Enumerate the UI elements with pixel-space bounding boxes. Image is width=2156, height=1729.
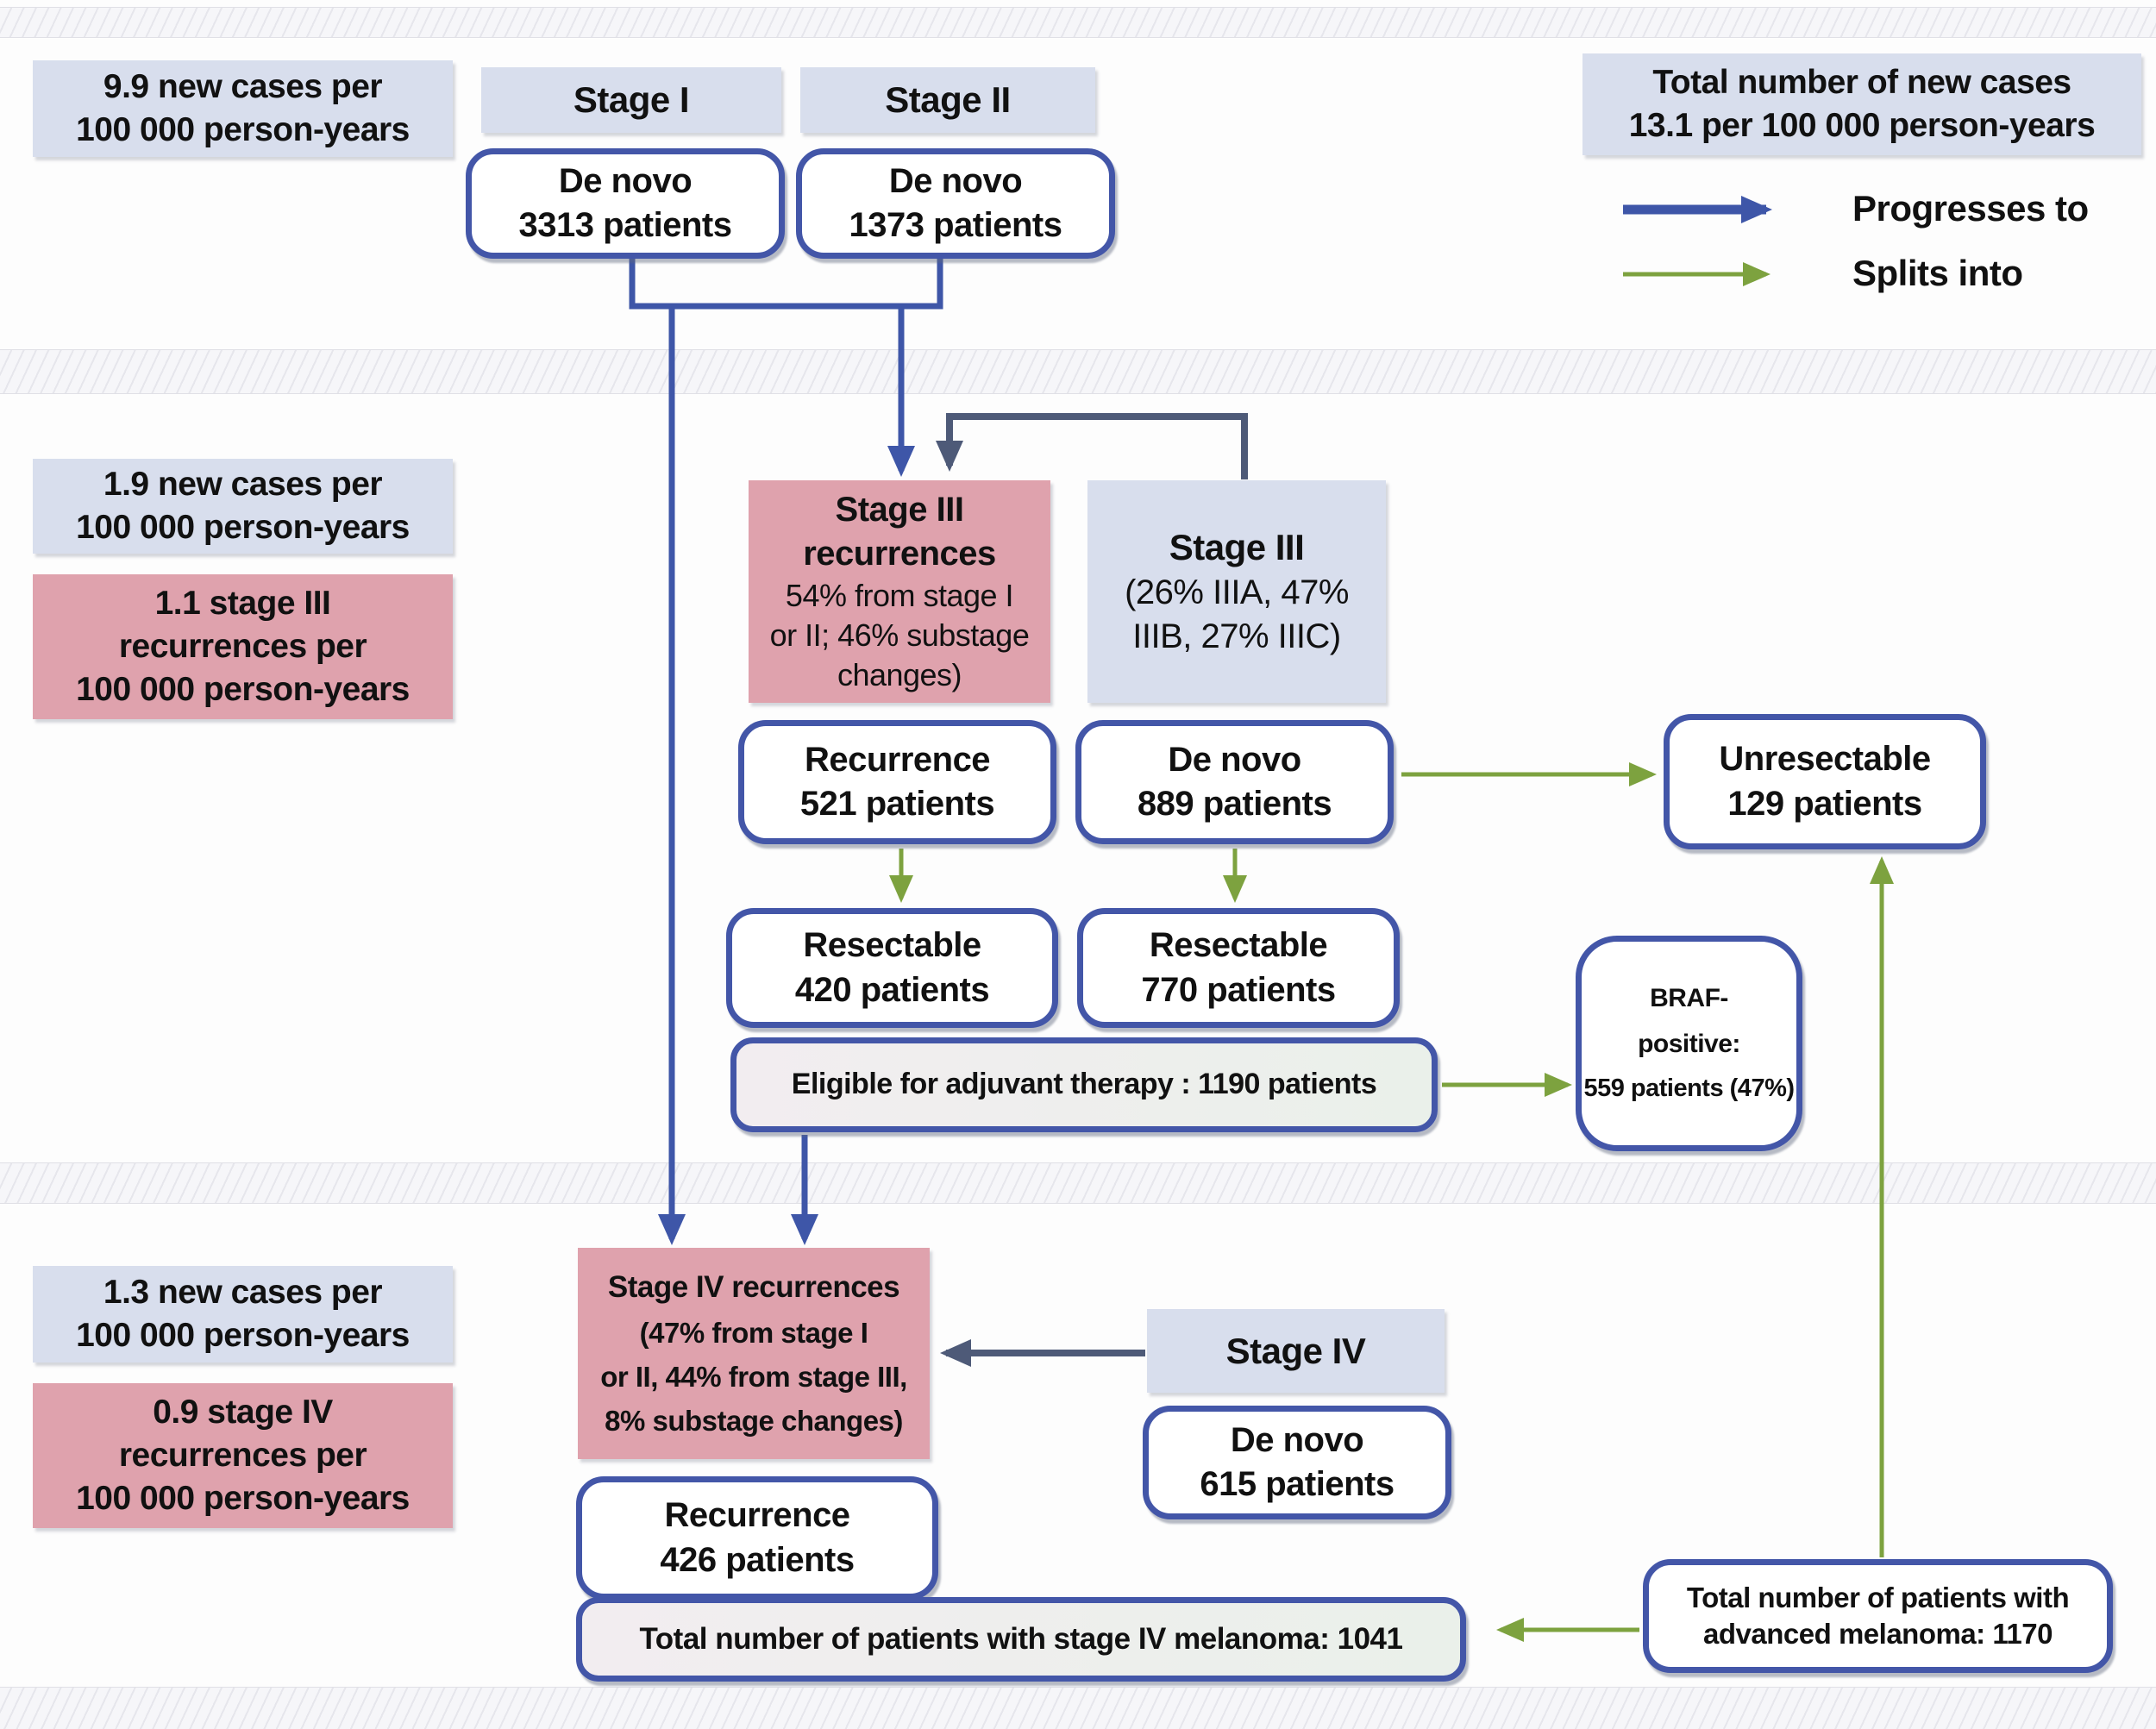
recurrence426-node: Recurrence 426 patients [576,1476,938,1600]
rate-line: 0.9 stage IV [153,1394,333,1431]
resectable770-count: 770 patients [1141,970,1336,1009]
recurrence426-label: Recurrence [664,1496,850,1535]
denovo-stage2-node: De novo 1373 patients [796,148,1115,259]
resectable770-node: Resectable 770 patients [1077,908,1400,1028]
incidence-stage3-box: 1.9 new cases per 100 000 person-years [33,459,453,554]
eligible-adjuvant-label: Eligible for adjuvant therapy : 1190 pat… [791,1068,1377,1101]
total-stage4-label: Total number of patients with stage IV m… [639,1621,1404,1656]
stage4-recur-body: or II, 44% from stage III, [600,1361,907,1394]
stage3-recurrence-rate-box: 1.1 stage III recurrences per 100 000 pe… [33,574,453,719]
rate-line: 100 000 person-years [76,670,410,708]
resectable770-label: Resectable [1149,926,1328,965]
denovo-stage2-count: 1373 patients [849,206,1062,244]
denovo889-label: De novo [1168,740,1301,779]
stage3-header-label: Stage III [1169,526,1305,567]
stage4-recur-body: 8% substage changes) [605,1405,903,1438]
denovo-stage1-label: De novo [558,161,693,200]
stage3-substage-line: (26% IIIA, 47% [1125,573,1349,611]
advanced-melanoma-line: advanced melanoma: 1170 [1703,1618,2053,1650]
rate-line: 1.1 stage III [154,585,331,623]
rate-line: recurrences per [118,628,367,666]
hatch-band-3 [0,1162,2156,1204]
resectable420-node: Resectable 420 patients [726,908,1058,1028]
stage4-recur-title: Stage IV recurrences [607,1269,900,1304]
advanced-melanoma-line: Total number of patients with [1686,1581,2070,1613]
stage12-bracket [629,259,943,310]
denovo-stage1-count: 3313 patients [518,206,732,244]
stage3-header-box: Stage III (26% IIIA, 47% IIIB, 27% IIIC) [1087,480,1386,703]
stage3-recur-title: Stage III [835,490,964,529]
legend-splits-label: Splits into [1852,253,2023,293]
stage2-header: Stage II [800,67,1095,133]
arrow-stage3-to-stage3recur [936,413,1248,479]
unresectable-label: Unresectable [1719,740,1931,779]
incidence-line: 9.9 new cases per [103,68,383,106]
braf-node: BRAF- positive: 559 patients (47%) [1576,936,1802,1151]
unresectable-count: 129 patients [1727,784,1922,823]
recurrence426-count: 426 patients [660,1540,855,1579]
incidence-line: 100 000 person-years [76,111,410,148]
stage4-recurrence-rate-box: 0.9 stage IV recurrences per 100 000 per… [33,1383,453,1528]
incidence-line: 100 000 person-years [76,1317,410,1354]
stage2-header-label: Stage II [885,79,1011,121]
stage4-header-label: Stage IV [1225,1330,1366,1371]
stage1-header: Stage I [481,67,781,133]
stage4-recurrences-box: Stage IV recurrences (47% from stage I o… [578,1248,930,1459]
resectable420-count: 420 patients [794,970,990,1009]
recurrence521-node: Recurrence 521 patients [738,720,1056,844]
incidence-line: 1.3 new cases per [103,1274,383,1312]
unresectable-node: Unresectable 129 patients [1664,714,1986,849]
stage3-recurrences-box: Stage III recurrences 54% from stage I o… [749,480,1050,703]
braf-count: 559 patients (47%) [1583,1074,1795,1103]
recurrence521-count: 521 patients [799,785,995,823]
total-stage4-node: Total number of patients with stage IV m… [576,1597,1466,1682]
denovo-stage1-node: De novo 3313 patients [466,148,785,259]
recurrence521-label: Recurrence [804,740,991,779]
braf-line: BRAF- [1650,984,1728,1013]
stage3-substage-line: IIIB, 27% IIIC) [1132,617,1341,655]
total-new-cases-line: Total number of new cases [1652,64,2071,102]
incidence-stage4-box: 1.3 new cases per 100 000 person-years [33,1266,453,1363]
incidence-stage12-box: 9.9 new cases per 100 000 person-years [33,60,453,157]
denovo-stage2-label: De novo [888,161,1023,200]
denovo615-count: 615 patients [1200,1465,1395,1503]
resectable420-label: Resectable [803,926,981,965]
total-new-cases-box: Total number of new cases 13.1 per 100 0… [1583,53,2141,155]
stage4-header: Stage IV [1147,1309,1445,1393]
denovo889-count: 889 patients [1137,785,1332,823]
incidence-line: 1.9 new cases per [103,466,383,504]
legend-progresses-label: Progresses to [1852,188,2089,229]
hatch-band-2 [0,349,2156,394]
denovo889-node: De novo 889 patients [1075,720,1394,844]
denovo615-label: De novo [1230,1420,1364,1459]
stage3-recur-body: changes) [837,657,962,693]
total-new-cases-line: 13.1 per 100 000 person-years [1628,107,2096,144]
stage1-header-label: Stage I [573,79,690,121]
eligible-adjuvant-node: Eligible for adjuvant therapy : 1190 pat… [730,1037,1438,1132]
denovo615-node: De novo 615 patients [1143,1406,1451,1519]
advanced-melanoma-node: Total number of patients with advanced m… [1643,1559,2113,1673]
stage4-recur-body: (47% from stage I [639,1316,868,1349]
incidence-line: 100 000 person-years [76,509,410,546]
rate-line: 100 000 person-years [76,1479,410,1517]
stage3-recur-title: recurrences [803,534,996,573]
stage3-recur-body: 54% from stage I [785,578,1014,614]
hatch-band-bottom [0,1687,2156,1729]
hatch-band-top [0,7,2156,38]
stage3-recur-body: or II; 46% substage [769,617,1030,654]
rate-line: recurrences per [118,1437,367,1475]
braf-line: positive: [1638,1029,1740,1058]
